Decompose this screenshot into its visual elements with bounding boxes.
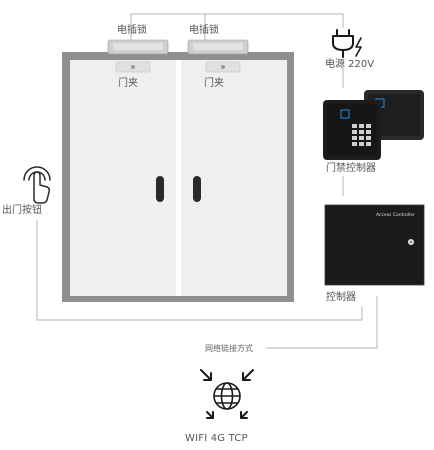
power-label: 电源 220V <box>325 59 375 70</box>
door-clip-right <box>205 61 241 73</box>
door-gap <box>176 60 181 296</box>
network-method-label: 网络链接方式 <box>205 344 253 353</box>
network-line <box>266 296 378 349</box>
door-clip-left-label: 门夹 <box>118 78 138 89</box>
handle-left <box>156 176 164 202</box>
wiring-lines <box>36 13 378 349</box>
access-keypad-icon <box>323 90 424 160</box>
double-door <box>62 52 294 302</box>
electric-lock-left-label: 电插锁 <box>117 25 147 36</box>
exit-button-label: 出门按钮 <box>2 205 42 216</box>
globe-network-icon <box>200 369 254 419</box>
exit-button-line <box>36 220 363 321</box>
controller-panel-text: Access Controller <box>376 212 415 218</box>
lock-power-line <box>130 13 344 40</box>
electric-lock-right <box>187 39 249 55</box>
door-clip-right-label: 门夹 <box>204 78 224 89</box>
controller-label: 控制器 <box>326 292 356 303</box>
network-types-label: WIFI 4G TCP <box>185 433 248 444</box>
controller-box: Access Controller <box>324 204 425 286</box>
electric-lock-right-label: 电插锁 <box>189 25 219 36</box>
electric-lock-left <box>107 39 169 55</box>
access-keypad-label: 门禁控制器 <box>326 163 376 174</box>
touch-finger-icon <box>23 166 51 204</box>
power-plug-icon <box>332 29 362 58</box>
door-clip-left <box>115 61 151 73</box>
handle-right <box>193 176 201 202</box>
